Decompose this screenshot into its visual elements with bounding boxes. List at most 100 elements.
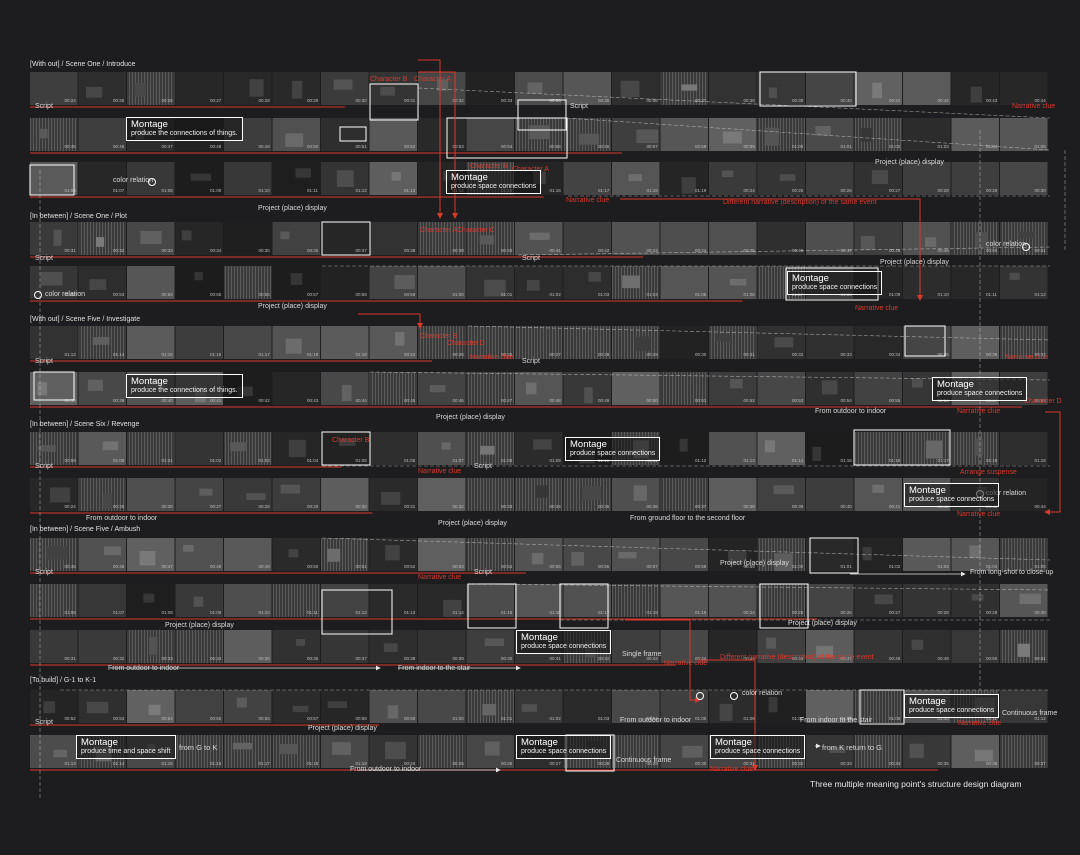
highlight-frame — [809, 537, 859, 574]
timecode: 00:53 — [453, 564, 465, 569]
frame-detail — [974, 438, 983, 456]
timecode: 01:01 — [162, 458, 174, 463]
timecode: 00:32 — [792, 761, 804, 766]
guide-line — [417, 87, 1051, 119]
montage-desc: produce the connections of things. — [131, 386, 238, 394]
frame-detail — [527, 82, 543, 94]
film-frame — [30, 118, 78, 151]
character-label: Character A — [512, 166, 549, 173]
timecode: 00:47 — [162, 564, 174, 569]
timecode: 01:09 — [889, 292, 901, 297]
timecode: 00:48 — [550, 398, 562, 403]
frame-detail — [394, 275, 415, 290]
frame-detail — [681, 84, 698, 91]
character-label: Character D — [447, 340, 485, 347]
timecode: 00:56 — [598, 144, 610, 149]
highlight-frame — [559, 583, 609, 629]
frame-detail — [143, 593, 155, 603]
timecode: 01:12 — [695, 458, 707, 463]
frame-detail — [92, 337, 110, 345]
frame-detail — [821, 380, 838, 395]
timecode: 00:37 — [1035, 352, 1047, 357]
film-frame — [30, 72, 78, 105]
frame-detail — [40, 272, 63, 286]
timecode: 01:16 — [210, 761, 222, 766]
film-frame — [1000, 735, 1048, 768]
highlight-frame — [321, 221, 371, 256]
timecode: 01:02 — [550, 716, 562, 721]
film-frame — [272, 584, 320, 617]
frame-detail — [1017, 231, 1035, 239]
connector-arrow — [1044, 411, 1061, 515]
timecode: 00:58 — [695, 144, 707, 149]
character-label: Character D — [1024, 398, 1062, 405]
film-frame — [612, 690, 660, 723]
frame-label: Single frame — [622, 651, 662, 658]
timecode: 01:09 — [889, 716, 901, 721]
timecode: 01:04 — [307, 458, 319, 463]
frame-detail — [395, 332, 405, 346]
highlight-frame — [33, 371, 75, 401]
film-frame — [175, 478, 223, 511]
film-frame — [660, 630, 708, 663]
timecode: 00:44 — [1035, 98, 1047, 103]
timecode: 00:37 — [1035, 761, 1047, 766]
timecode: 01:15 — [501, 610, 513, 615]
film-frame — [806, 478, 854, 511]
timecode: 00:49 — [598, 398, 610, 403]
timecode: 01:06 — [744, 292, 756, 297]
film-frame — [563, 326, 611, 359]
timecode: 01:02 — [889, 144, 901, 149]
film-frame — [466, 118, 514, 151]
film-frame — [321, 326, 369, 359]
montage-title: Montage — [715, 737, 752, 748]
color-relation-label: color relation — [986, 241, 1027, 248]
film-frame — [418, 222, 466, 255]
film-frame — [272, 630, 320, 663]
montage-title: Montage — [521, 737, 558, 748]
film-frame — [127, 478, 175, 511]
film-frame — [563, 584, 611, 617]
frame-detail — [628, 174, 642, 182]
film-frame — [224, 162, 272, 195]
film-frame — [30, 326, 78, 359]
timecode: 00:43 — [647, 656, 659, 661]
connector-arrow — [418, 71, 458, 219]
frame-detail — [249, 79, 264, 97]
montage-box: Montage produce space connections — [904, 483, 1000, 507]
timecode: 00:36 — [986, 761, 998, 766]
timecode: 01:02 — [550, 292, 562, 297]
montage-desc: produce space connections — [909, 495, 995, 503]
frame-detail — [971, 594, 984, 601]
film-frame — [321, 630, 369, 663]
timecode: 00:37 — [356, 656, 368, 661]
timecode: 00:45 — [65, 144, 77, 149]
timecode: 00:59 — [404, 716, 416, 721]
timecode: 01:11 — [307, 610, 318, 615]
film-frame — [660, 538, 708, 571]
timecode: 00:24 — [404, 761, 416, 766]
color-relation-label: color relation — [45, 291, 86, 298]
timecode: 00:42 — [259, 398, 271, 403]
character-label: Character A — [420, 227, 457, 234]
frame-detail — [521, 704, 538, 712]
script-label: Script — [474, 463, 492, 470]
highlight-frame — [321, 589, 393, 635]
frame-detail — [571, 552, 585, 566]
timecode: 00:25 — [113, 98, 125, 103]
timecode: 00:49 — [938, 656, 950, 661]
film-frame — [660, 372, 708, 405]
timecode: 01:18 — [647, 188, 659, 193]
timecode: 00:39 — [113, 398, 125, 403]
script-label: Script — [35, 358, 53, 365]
timecode: 00:36 — [986, 352, 998, 357]
film-frame — [1000, 478, 1048, 511]
timecode: 01:12 — [1035, 716, 1047, 721]
frame-detail — [829, 746, 846, 753]
section-title: [With out] / Scene One / Introduce — [30, 61, 136, 68]
timecode: 01:11 — [986, 716, 997, 721]
timecode: 01:03 — [938, 564, 950, 569]
timecode: 00:33 — [841, 352, 853, 357]
frame-detail — [682, 745, 703, 758]
narrative-clue-label: Narrative clue — [957, 408, 1001, 415]
